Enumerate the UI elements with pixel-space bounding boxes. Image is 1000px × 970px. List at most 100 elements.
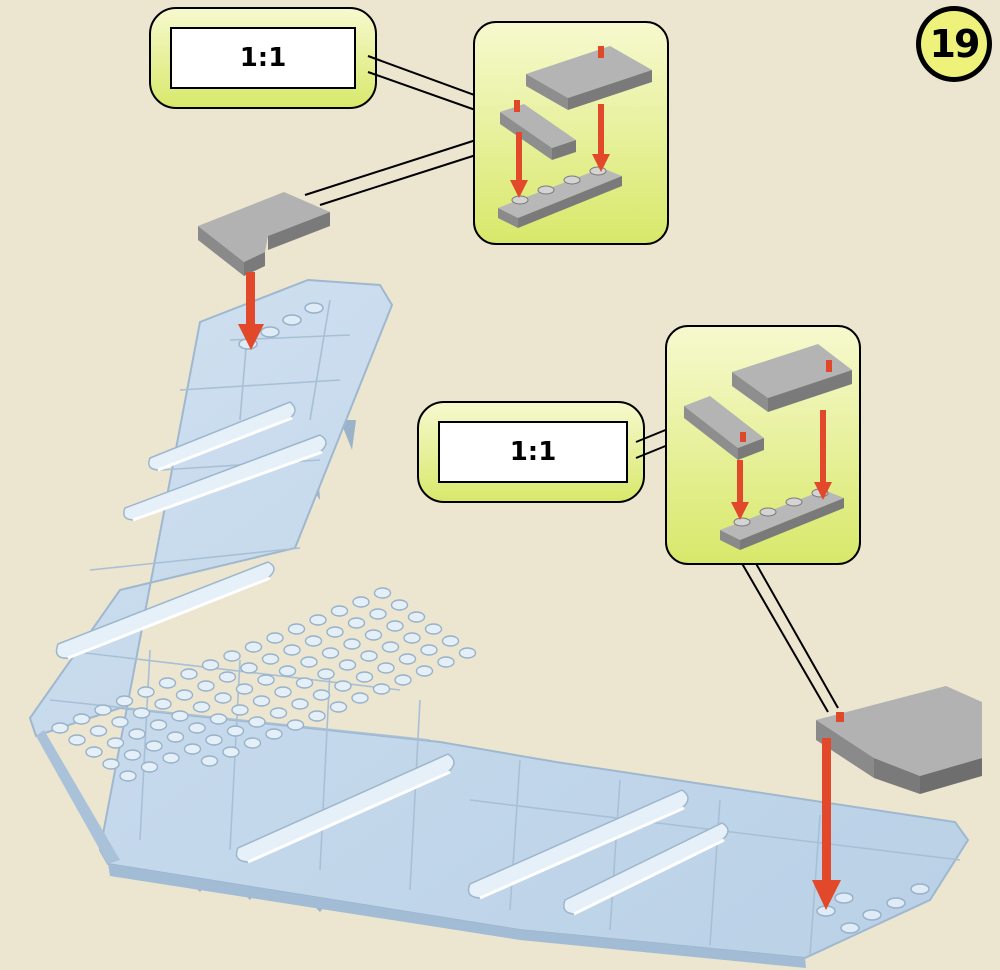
wing-stud bbox=[246, 642, 262, 652]
wing-stud bbox=[404, 633, 420, 643]
wing-stud bbox=[318, 669, 334, 679]
wing-stud bbox=[332, 606, 348, 616]
wing-stud bbox=[370, 609, 386, 619]
wing-stud bbox=[374, 684, 390, 694]
wing-stud bbox=[151, 720, 167, 730]
wing-edge bbox=[36, 730, 120, 864]
wing-stud bbox=[189, 723, 205, 733]
wing-stud bbox=[387, 621, 403, 631]
wing-stud bbox=[69, 735, 85, 745]
wing-stud bbox=[172, 711, 188, 721]
wing-stud bbox=[309, 711, 325, 721]
wing-stud bbox=[267, 633, 283, 643]
wing-stud bbox=[258, 675, 274, 685]
wing-stud bbox=[327, 627, 343, 637]
wing-stud bbox=[421, 645, 437, 655]
wing-stud bbox=[103, 759, 119, 769]
wing-stud bbox=[108, 738, 124, 748]
wing-stud bbox=[177, 690, 193, 700]
wing-stud bbox=[129, 729, 145, 739]
wing-stud bbox=[138, 687, 154, 697]
wing-stud bbox=[263, 654, 279, 664]
wing-stud bbox=[223, 747, 239, 757]
wing-stud bbox=[95, 705, 111, 715]
wing-stud bbox=[375, 588, 391, 598]
wing-stud bbox=[288, 720, 304, 730]
wing-stud bbox=[160, 678, 176, 688]
wing-stud bbox=[383, 642, 399, 652]
wing-stud bbox=[366, 630, 382, 640]
wing-stud bbox=[206, 735, 222, 745]
wing-stud bbox=[357, 672, 373, 682]
wing-stud bbox=[280, 666, 296, 676]
wing-stud bbox=[86, 747, 102, 757]
wing-stud bbox=[361, 651, 377, 661]
scale-label-top: 1:1 bbox=[170, 27, 356, 89]
step-number-badge: 19 bbox=[916, 6, 992, 82]
wing-stud bbox=[254, 696, 270, 706]
wing-stud bbox=[155, 699, 171, 709]
wing-stud bbox=[292, 699, 308, 709]
wing-stud bbox=[74, 714, 90, 724]
wing-stud bbox=[146, 741, 162, 751]
wing-stud bbox=[237, 684, 253, 694]
wing-stud bbox=[185, 744, 201, 754]
wing-stud bbox=[134, 708, 150, 718]
wing-stud bbox=[301, 657, 317, 667]
wing-stud bbox=[215, 693, 231, 703]
wing-stud bbox=[117, 696, 133, 706]
wing-stud bbox=[125, 750, 141, 760]
wing-stud bbox=[168, 732, 184, 742]
wing-stud bbox=[52, 723, 68, 733]
wing-stud bbox=[91, 726, 107, 736]
wing-stud bbox=[203, 660, 219, 670]
wing-stud bbox=[245, 738, 261, 748]
wing-stud bbox=[220, 672, 236, 682]
wing-stud bbox=[266, 729, 282, 739]
step-number: 19 bbox=[921, 11, 987, 77]
wing-stud bbox=[314, 690, 330, 700]
wing-stud bbox=[417, 666, 433, 676]
wing-stud bbox=[344, 639, 360, 649]
wing-stud bbox=[426, 624, 442, 634]
wing-stud bbox=[224, 651, 240, 661]
wing-stud bbox=[392, 600, 408, 610]
wing-stud bbox=[353, 597, 369, 607]
wing-stud bbox=[284, 645, 300, 655]
wing-stud bbox=[163, 753, 179, 763]
wing-stud bbox=[232, 705, 248, 715]
wing-stud bbox=[275, 687, 291, 697]
wing-stud bbox=[323, 648, 339, 658]
wing-stud bbox=[202, 756, 218, 766]
wing-stud bbox=[460, 648, 476, 658]
wing-stud bbox=[241, 663, 257, 673]
wing-stud bbox=[271, 708, 287, 718]
wing-stud bbox=[211, 714, 227, 724]
wing-stud bbox=[335, 681, 351, 691]
wing-stud bbox=[310, 615, 326, 625]
wing-stud bbox=[198, 681, 214, 691]
wing-stud bbox=[331, 702, 347, 712]
wing-stud bbox=[352, 693, 368, 703]
wing-stud bbox=[297, 678, 313, 688]
wing-stud bbox=[340, 660, 356, 670]
wing-stud bbox=[443, 636, 459, 646]
wing-stud bbox=[181, 669, 197, 679]
wing-stud bbox=[142, 762, 158, 772]
wing-stud bbox=[400, 654, 416, 664]
wing-stud bbox=[289, 624, 305, 634]
wing-stud bbox=[306, 636, 322, 646]
scale-label-right: 1:1 bbox=[438, 421, 628, 483]
wing-stud bbox=[194, 702, 210, 712]
wing-stud bbox=[120, 771, 136, 781]
wing-stud bbox=[409, 612, 425, 622]
wing-stud bbox=[378, 663, 394, 673]
wing-stud bbox=[228, 726, 244, 736]
wing-stud bbox=[395, 675, 411, 685]
wing-stud bbox=[249, 717, 265, 727]
wing-stud bbox=[438, 657, 454, 667]
wing-stud bbox=[112, 717, 128, 727]
wing-stud bbox=[349, 618, 365, 628]
callout-right bbox=[418, 326, 860, 712]
